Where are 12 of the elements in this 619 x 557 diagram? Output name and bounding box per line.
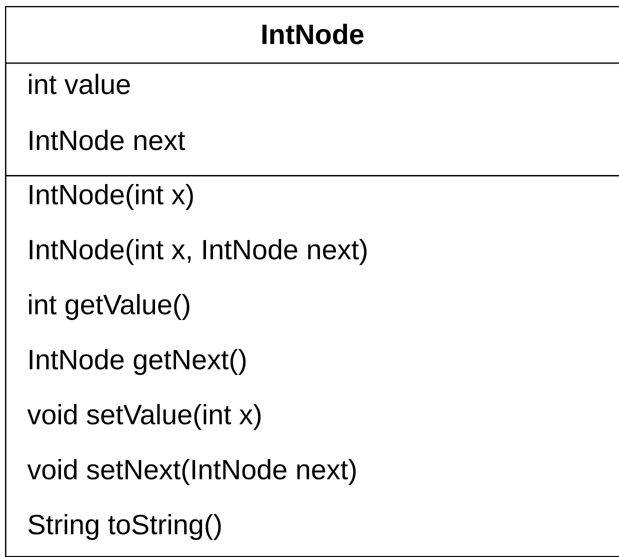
member-text: IntNode(int x)	[30, 184, 193, 210]
member-text: IntNode(int x, IntNode next)	[30, 239, 367, 265]
member-text: IntNode getNext()	[30, 349, 246, 375]
class-compartment	[5, 175, 619, 557]
member-text: String toString()	[28, 514, 221, 540]
member-text: void setValue(int x)	[27, 404, 261, 430]
member-text: IntNode next	[30, 130, 186, 150]
class-compartment	[5, 62, 619, 176]
member-text: int value	[29, 74, 130, 94]
member-text: void setNext(IntNode next)	[27, 459, 356, 485]
member-text: int getValue()	[29, 294, 190, 320]
class-name: IntNode	[262, 24, 364, 44]
